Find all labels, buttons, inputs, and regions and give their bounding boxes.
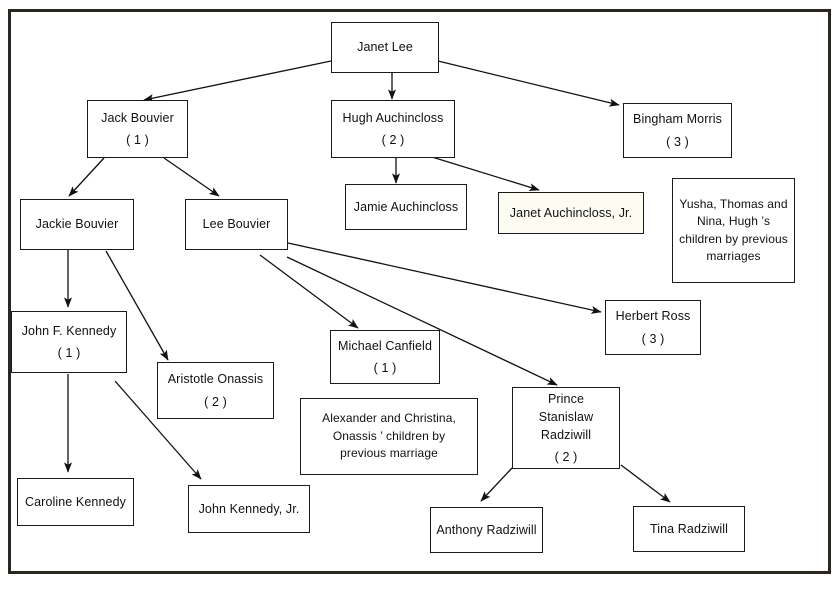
node-herbert-ross[interactable]: Herbert Ross ( 3 ) [605,300,701,355]
node-hugh-auchincloss[interactable]: Hugh Auchincloss ( 2 ) [331,100,455,158]
node-michael-canfield-ordinal: ( 1 ) [373,361,397,375]
node-prince-stanislaw-radziwill-line-2: Stanislaw [538,409,594,424]
node-jack-bouvier-ordinal: ( 1 ) [126,133,149,147]
node-hugh-previous-children-line-4: marriages [706,248,761,263]
node-aristotle-onassis-ordinal: ( 2 ) [204,394,227,409]
node-john-f-kennedy[interactable]: John F. Kennedy ( 1 ) [11,311,127,373]
node-onassis-previous-children-line-2: Onassis ’ children by [332,428,446,443]
node-jack-bouvier-label: Jack Bouvier [101,110,174,125]
node-janet-auchincloss-jr-label: Janet Auchincloss, Jr. [509,205,633,220]
node-anthony-radziwill[interactable]: Anthony Radziwill [430,507,543,553]
node-tina-radziwill[interactable]: Tina Radziwill [633,506,745,552]
node-herbert-ross-label: Herbert Ross [615,309,691,324]
node-jackie-bouvier-label: Jackie Bouvier [35,217,119,232]
node-tina-radziwill-label: Tina Radziwill [649,521,729,536]
node-caroline-kennedy-label: Caroline Kennedy [25,494,126,509]
node-john-kennedy-jr[interactable]: John Kennedy, Jr. [188,485,310,533]
node-john-f-kennedy-label: John F. Kennedy [21,323,117,338]
node-hugh-auchincloss-label: Hugh Auchincloss [342,110,444,125]
node-onassis-previous-children-line-1: Alexander and Christina, [322,411,456,426]
node-prince-stanislaw-radziwill[interactable]: Prince Stanislaw Radziwill ( 2 ) [512,387,620,469]
node-john-f-kennedy-ordinal: ( 1 ) [57,346,81,360]
node-hugh-auchincloss-ordinal: ( 2 ) [381,133,405,147]
node-onassis-previous-children-line-3: previous marriage [340,446,438,461]
node-herbert-ross-ordinal: ( 3 ) [641,331,665,346]
node-jamie-auchincloss-label: Jamie Auchincloss [353,199,459,214]
node-prince-stanislaw-radziwill-ordinal: ( 2 ) [554,450,578,465]
node-hugh-previous-children[interactable]: Yusha, Thomas and Nina, Hugh ’s children… [672,178,795,283]
node-prince-stanislaw-radziwill-line-1: Prince [547,391,585,406]
node-michael-canfield[interactable]: Michael Canfield ( 1 ) [330,330,440,384]
node-aristotle-onassis-label: Aristotle Onassis [167,372,264,387]
node-janet-auchincloss-jr[interactable]: Janet Auchincloss, Jr. [498,192,644,234]
node-janet-lee[interactable]: Janet Lee [331,22,439,73]
node-jackie-bouvier[interactable]: Jackie Bouvier [20,199,134,250]
node-caroline-kennedy[interactable]: Caroline Kennedy [17,478,134,526]
node-john-kennedy-jr-label: John Kennedy, Jr. [198,501,300,516]
node-aristotle-onassis[interactable]: Aristotle Onassis ( 2 ) [157,362,274,419]
node-bingham-morris-ordinal: ( 3 ) [666,134,689,149]
node-jamie-auchincloss[interactable]: Jamie Auchincloss [345,184,467,230]
node-hugh-previous-children-line-3: children by previous [679,231,788,246]
node-bingham-morris[interactable]: Bingham Morris ( 3 ) [623,103,732,158]
node-jack-bouvier[interactable]: Jack Bouvier ( 1 ) [87,100,188,158]
node-lee-bouvier[interactable]: Lee Bouvier [185,199,288,250]
node-lee-bouvier-label: Lee Bouvier [202,217,271,232]
node-anthony-radziwill-label: Anthony Radziwill [436,522,537,537]
node-janet-lee-label: Janet Lee [357,40,413,55]
node-michael-canfield-label: Michael Canfield [337,338,432,353]
node-bingham-morris-label: Bingham Morris [633,112,722,127]
node-hugh-previous-children-line-1: Yusha, Thomas and [679,196,788,211]
node-onassis-previous-children[interactable]: Alexander and Christina, Onassis ’ child… [300,398,478,475]
node-hugh-previous-children-line-2: Nina, Hugh ’s [696,214,771,229]
node-prince-stanislaw-radziwill-line-3: Radziwill [540,428,592,442]
